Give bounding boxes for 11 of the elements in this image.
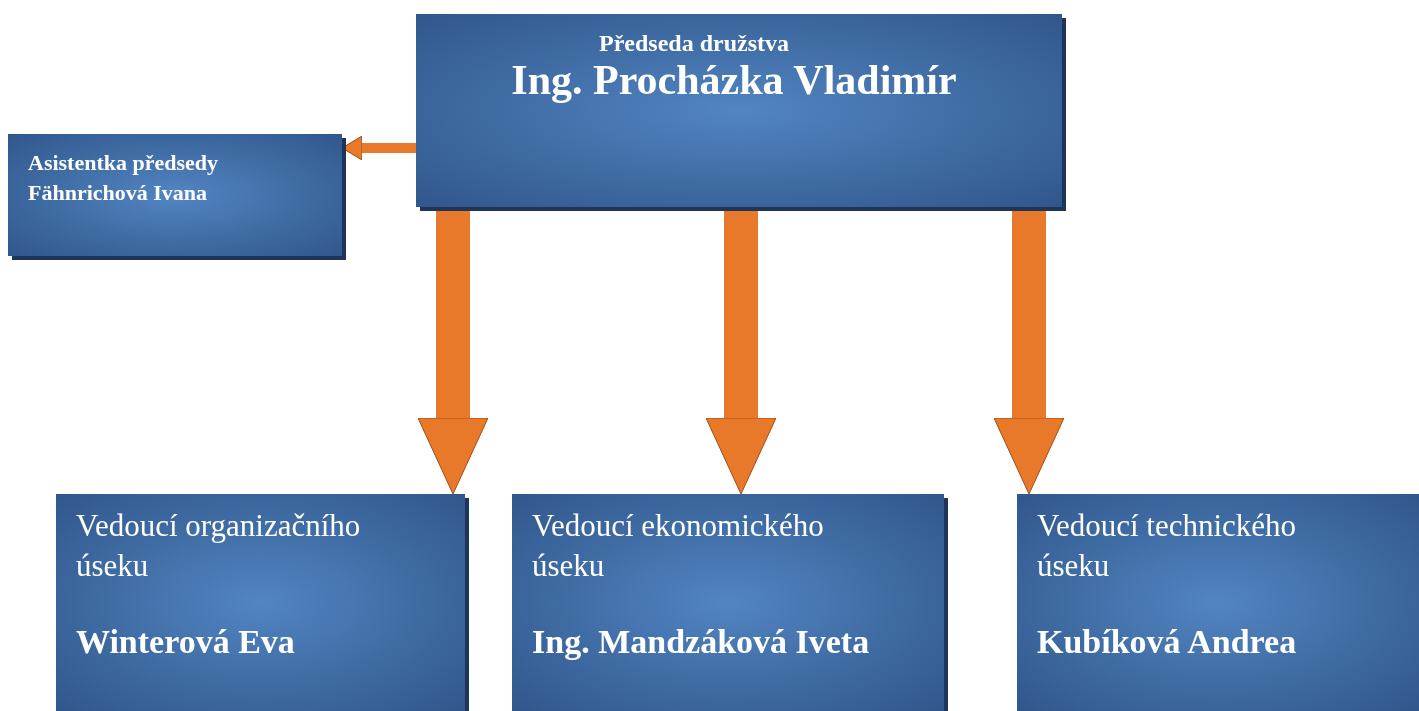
person-name: Winterová Eva (76, 622, 296, 661)
role-title: Předseda družstva (599, 30, 789, 57)
person-name: Ing. Procházka Vladimír (511, 57, 957, 104)
role-title: Asistentka předsedy (28, 149, 220, 177)
role-title: Vedoucí organizačního úseku (76, 507, 362, 586)
person-name: Kubíková Andrea (1037, 622, 1298, 661)
role-title: Vedoucí ekonomického úseku (532, 507, 825, 586)
person-name: Ing. Mandzáková Iveta (532, 622, 871, 661)
person-name: Fähnrichová Ivana (28, 178, 209, 207)
org-box (1017, 494, 1419, 711)
role-title: Vedoucí technického úseku (1037, 507, 1298, 586)
